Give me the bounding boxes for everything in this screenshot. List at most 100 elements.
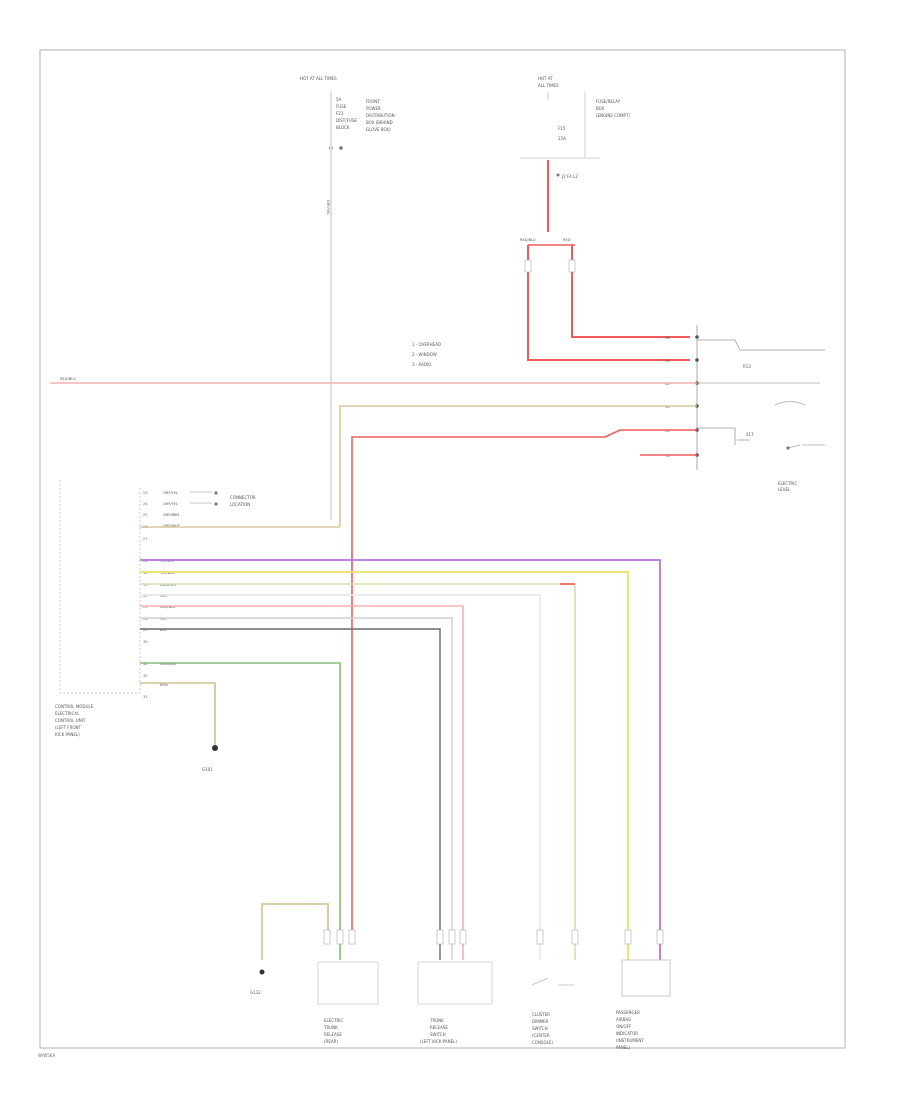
module-title-0: CONTROL MODULE [55,704,94,709]
dimmer-switch-symbol [531,977,574,986]
trunk-switch-title-3: (LEFT KICK PANEL) [420,1039,457,1044]
dimmer-switch-title-0: CLUSTER [532,1012,550,1017]
module-wire-2: GRY/BRN [163,513,179,517]
module-ground-label: G101 [202,767,213,772]
module-wire-12: BRN [160,683,168,687]
module-wire-4: VIO/GRY [160,559,176,563]
wire-green [140,662,341,960]
conn-e [448,929,456,945]
airbag-indicator-body [621,959,671,997]
wire-brown-ground [140,682,216,745]
relay-pin-label-0: 4A [665,336,670,340]
mid-label-4: DIST/FUSE [336,118,357,123]
relay-pin-label-3: 3A [665,405,670,409]
module-pin-15: 33 [143,695,148,699]
conn-c [348,929,356,945]
component-trunk-release: G132 ELECTRIC TRUNK RELEASE (REAR) [250,903,379,1044]
relay-pin-dot-2 [695,358,699,362]
airbag-indicator-title-5: PANEL) [616,1045,631,1050]
module-wire-9: GRY [160,617,168,621]
mid-note-1: POWER [366,106,381,111]
red-relay-wire [351,429,697,935]
relay-pin-dot-1 [695,335,699,339]
trunk-switch-title-0: TRUNK [429,1018,444,1023]
right-note-0: FUSE/RELAY [596,99,621,104]
trunk-release-ground-label: G132 [250,990,261,995]
right-wire-a: RED/BLU [520,238,536,242]
right-wire-b: RED [563,238,571,242]
right-label-1: ALL TIMES [538,83,559,88]
module-outline [59,480,141,694]
mid-label-0: HOT AT ALL TIMES [300,76,337,81]
trunk-release-ground-symbol [259,969,265,975]
mid-label-5: BLOCK [336,125,350,130]
trunk-release-title-0: ELECTRIC [324,1018,343,1023]
conn-d [436,929,444,945]
level-switch-title-0: ELECTRIC [778,481,797,486]
module-title-3: (LEFT FRONT [55,725,81,730]
right-leg-b-connector [568,259,576,273]
component-dimmer-switch: CLUSTER DIMMER SWITCH (CENTER CONSOLE) [531,977,574,1045]
module-wire-1: GRY/YEL [163,502,178,506]
right-leg-a-connector [524,259,532,273]
relay-pin-label-1: 5A [665,359,670,363]
module-pin-11: 29 [143,628,148,632]
module-wire-3: GRY/WHT [163,524,181,528]
module-wire-11: GRN/BLK [160,662,177,666]
component-airbag-indicator: PASSENGER AIRBAG ON/OFF INDICATOR (INSTR… [616,959,671,1050]
conn-j [656,929,664,945]
right-wire-tag: J2 F4 L2 [561,174,578,179]
right-leg-b [571,245,690,338]
top-connector-right: HOT AT ALL TIMES FUSE/RELAY BOX (ENGINE … [520,76,690,361]
conn-i [624,929,632,945]
mid-label-1: 5A [336,97,342,102]
relay-pin-label-2: 6A [665,382,670,386]
trunk-release-body [317,961,379,1005]
relay-switch-label: S17 [746,432,754,437]
relay-legend-2: 3 - RADIO [412,362,431,367]
relay-legend-0: 1 - OVERHEAD [412,342,441,347]
mid-label-2: FUSE [336,104,347,109]
module-pin-1: 24 [143,502,148,506]
module-wire-8: RED/BLK [160,605,176,609]
bottom-connectors [323,929,664,945]
right-label-0: HOT AT [538,76,553,81]
frame-label: W/W5KA [38,1053,55,1058]
diagram-frame [39,49,846,1049]
mid-label-3: F23 [336,111,344,116]
conn-g [536,929,544,945]
component-trunk-switch: TRUNK RELEASE SWITCH (LEFT KICK PANEL) [417,961,493,1044]
conn-f [459,929,467,945]
right-fuse-box [520,92,600,159]
module-wire-0: GRY/YEL [163,491,178,495]
mid-note-3: BOX (BEHIND [366,120,393,125]
wire-black [140,628,441,960]
relay-contact-top [697,339,825,351]
feed-bus-label: RED/BLU [60,377,76,381]
airbag-indicator-title-4: (INSTRUMENT [616,1038,644,1043]
module-title-4: KICK PANEL) [55,732,80,737]
right-feed-node [556,173,560,177]
dimmer-switch-title-4: CONSOLE) [532,1040,553,1045]
connector-dot-a [214,491,218,495]
module-ground-symbol [212,745,218,751]
module-pin-0: 23 [143,491,148,495]
airbag-indicator-title-3: INDICATOR [616,1031,638,1036]
conn-b [336,929,344,945]
right-fuse-id: F15 [558,126,566,131]
trunk-switch-title-1: RELEASE [430,1025,448,1030]
level-switch-node [786,446,790,450]
mid-wire-tag: GRY/YEL [326,200,330,215]
module-pin-10: 22 [143,617,148,621]
module-wire-10: BLK [160,628,167,632]
conn-h [571,929,579,945]
wire-violet [140,559,661,960]
relay-pin-label-4: 2A [665,429,670,433]
trunk-release-ground-wire [261,903,329,960]
relay-label: R13 [743,364,751,369]
relay-legend-1: 2 - WINDOW [412,352,437,357]
trunk-switch-body [417,961,493,1005]
wire-yellow [140,571,629,960]
wire-grey-2 [140,617,453,960]
